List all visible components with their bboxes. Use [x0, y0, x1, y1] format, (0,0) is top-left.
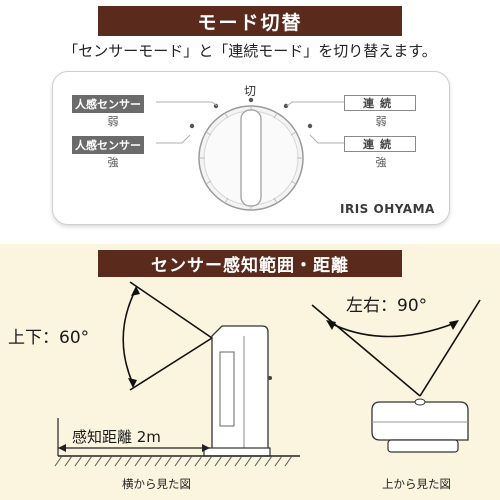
sensor-range-title: センサー感知範囲・距離 [151, 256, 349, 276]
off-label: 切 [243, 84, 256, 98]
dial-grip[interactable] [240, 109, 262, 207]
detection-distance-label: 感知距離 2m [72, 428, 161, 446]
dial-dot-off [248, 97, 254, 103]
mode-switch-title: モード切替 [197, 11, 303, 34]
sensor-range-banner: センサー感知範囲・距離 [98, 250, 402, 277]
continuous-strong-sub: 強 [375, 156, 387, 169]
vertical-angle-label: 上下：60° [8, 328, 90, 348]
sensor-strong-sub: 強 [107, 156, 119, 169]
continuous-strong-label: 連続 [344, 136, 416, 152]
continuous-weak-label: 連続 [344, 95, 416, 111]
brand-logo: IRIS OHYAMA [340, 202, 435, 216]
top-view-caption: 上から見た図 [382, 477, 451, 491]
continuous-weak-sub: 弱 [375, 115, 387, 128]
dial-dot-right-bottom [307, 123, 313, 129]
dial-dot-left-bottom [189, 123, 195, 129]
mode-dial[interactable] [176, 96, 326, 226]
mode-switch-banner: モード切替 [98, 6, 402, 36]
side-view-caption: 横から見た図 [122, 477, 191, 491]
side-view-diagram [54, 281, 300, 467]
dial-dot-right-top [283, 103, 289, 109]
top-view-diagram [311, 299, 481, 453]
sensor-weak-label: 人感センサー [72, 95, 144, 113]
sensor-weak-sub: 弱 [107, 115, 119, 128]
mode-switch-description: 「センサーモード」と「連続モード」を切り替えます。 [63, 42, 437, 60]
sensor-strong-label: 人感センサー [72, 136, 144, 154]
leader-lines [156, 101, 344, 144]
horizontal-angle-label: 左右：90° [346, 296, 428, 316]
